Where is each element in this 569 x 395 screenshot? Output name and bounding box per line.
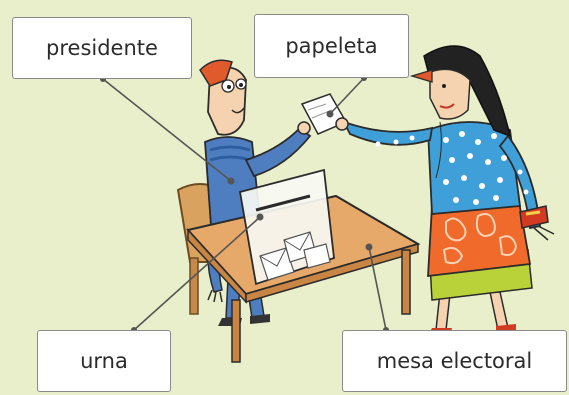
label-mesa-electoral-text: mesa electoral xyxy=(376,349,533,373)
label-papeleta: papeleta xyxy=(254,14,409,78)
leader-line-mesa xyxy=(368,246,387,331)
label-mesa-electoral: mesa electoral xyxy=(342,330,567,392)
leader-lines xyxy=(102,77,387,331)
leader-line-papeleta xyxy=(329,77,365,115)
woman-figure xyxy=(335,45,555,336)
label-urna-text: urna xyxy=(80,349,128,373)
leader-dot-presidente-end xyxy=(227,177,235,185)
leader-line-urna xyxy=(133,216,261,331)
label-urna: urna xyxy=(37,330,171,392)
label-presidente: presidente xyxy=(12,17,192,79)
leader-dot-papeleta-end xyxy=(326,110,334,118)
ballot-box xyxy=(238,168,335,286)
leader-line-presidente xyxy=(102,78,232,182)
leader-dot-mesa-end xyxy=(365,243,373,251)
label-papeleta-text: papeleta xyxy=(285,34,378,58)
label-presidente-text: presidente xyxy=(46,36,158,60)
leader-dot-urna-end xyxy=(256,213,264,221)
